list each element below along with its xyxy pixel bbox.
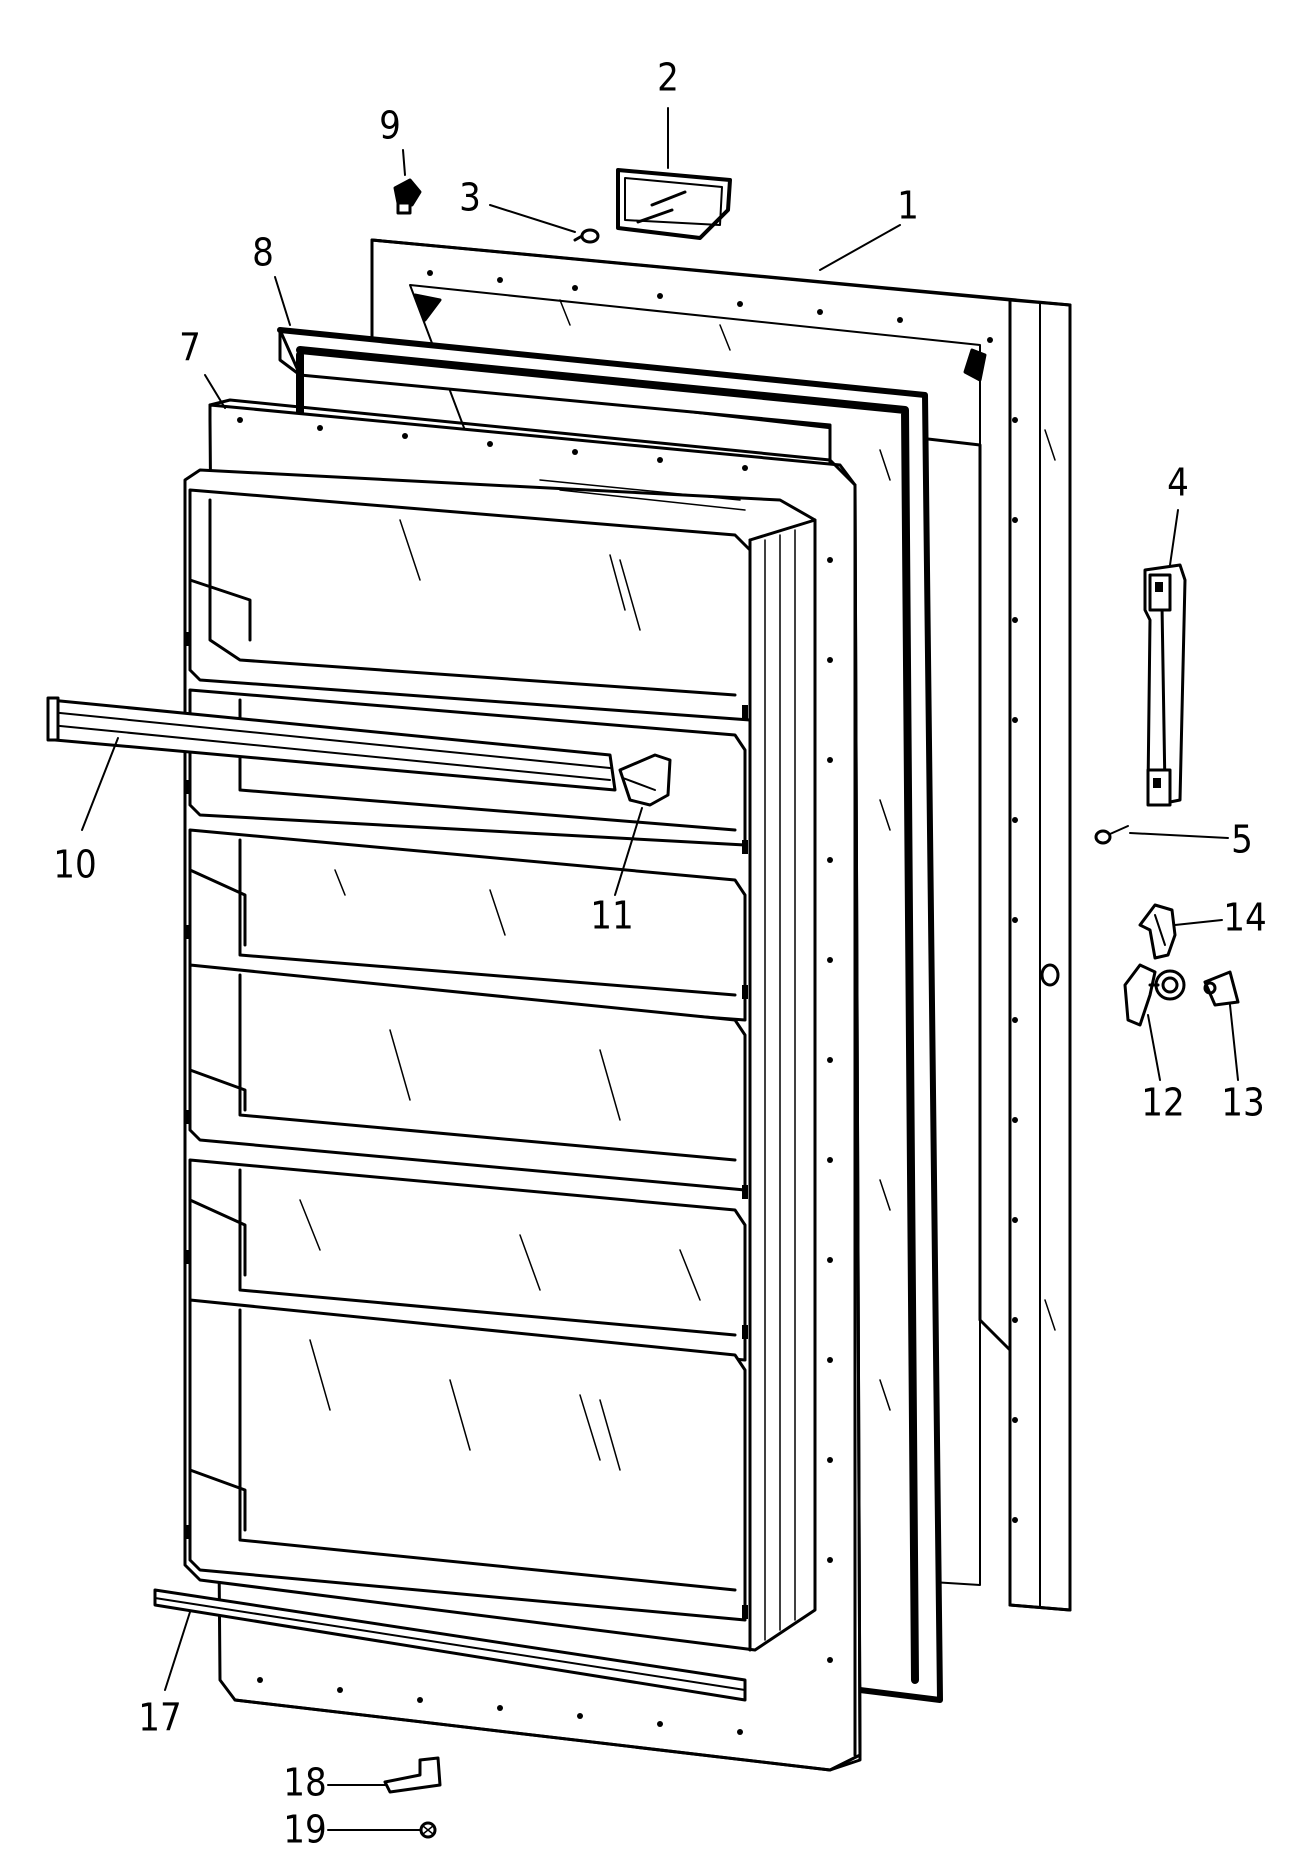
callout-12: 12	[1141, 1081, 1185, 1125]
shelf-bin	[188, 488, 752, 722]
screw-19	[419, 1821, 437, 1839]
latch-clip	[1138, 903, 1177, 960]
shelf-rail	[46, 696, 617, 792]
shelf-bin	[188, 1298, 747, 1622]
callout-14: 14	[1223, 896, 1267, 940]
callout-11: 11	[590, 894, 634, 938]
callout-18: 18	[283, 1761, 327, 1805]
callout-10: 10	[53, 843, 97, 887]
door-shelf-bins	[183, 468, 817, 1652]
callout-1: 1	[897, 184, 919, 228]
door-handle	[1143, 563, 1187, 807]
screw-3	[573, 228, 600, 244]
screw-5	[1094, 825, 1129, 845]
plug-9	[393, 178, 422, 215]
callout-8: 8	[252, 231, 274, 275]
hinge-bracket	[383, 1756, 442, 1794]
leader-lines	[81, 107, 1239, 1831]
callout-labels: 1 2 3 4 5 7 8 9 10 11 12 13 14 17 18 19	[53, 56, 1267, 1852]
latch-12	[1123, 963, 1186, 1027]
shelf-bin	[188, 828, 747, 1022]
callout-13: 13	[1221, 1081, 1265, 1125]
callout-3: 3	[459, 176, 481, 220]
rail-end-cap	[618, 753, 672, 807]
callout-19: 19	[283, 1808, 327, 1852]
callout-7: 7	[179, 326, 201, 370]
callout-9: 9	[379, 104, 401, 148]
nameplate	[616, 168, 732, 240]
bottom-trim-strip	[153, 1588, 747, 1702]
callout-5: 5	[1231, 818, 1253, 862]
callout-2: 2	[657, 56, 679, 100]
callout-4: 4	[1167, 461, 1189, 505]
strike-13	[1203, 970, 1240, 1007]
callout-17: 17	[138, 1696, 182, 1740]
